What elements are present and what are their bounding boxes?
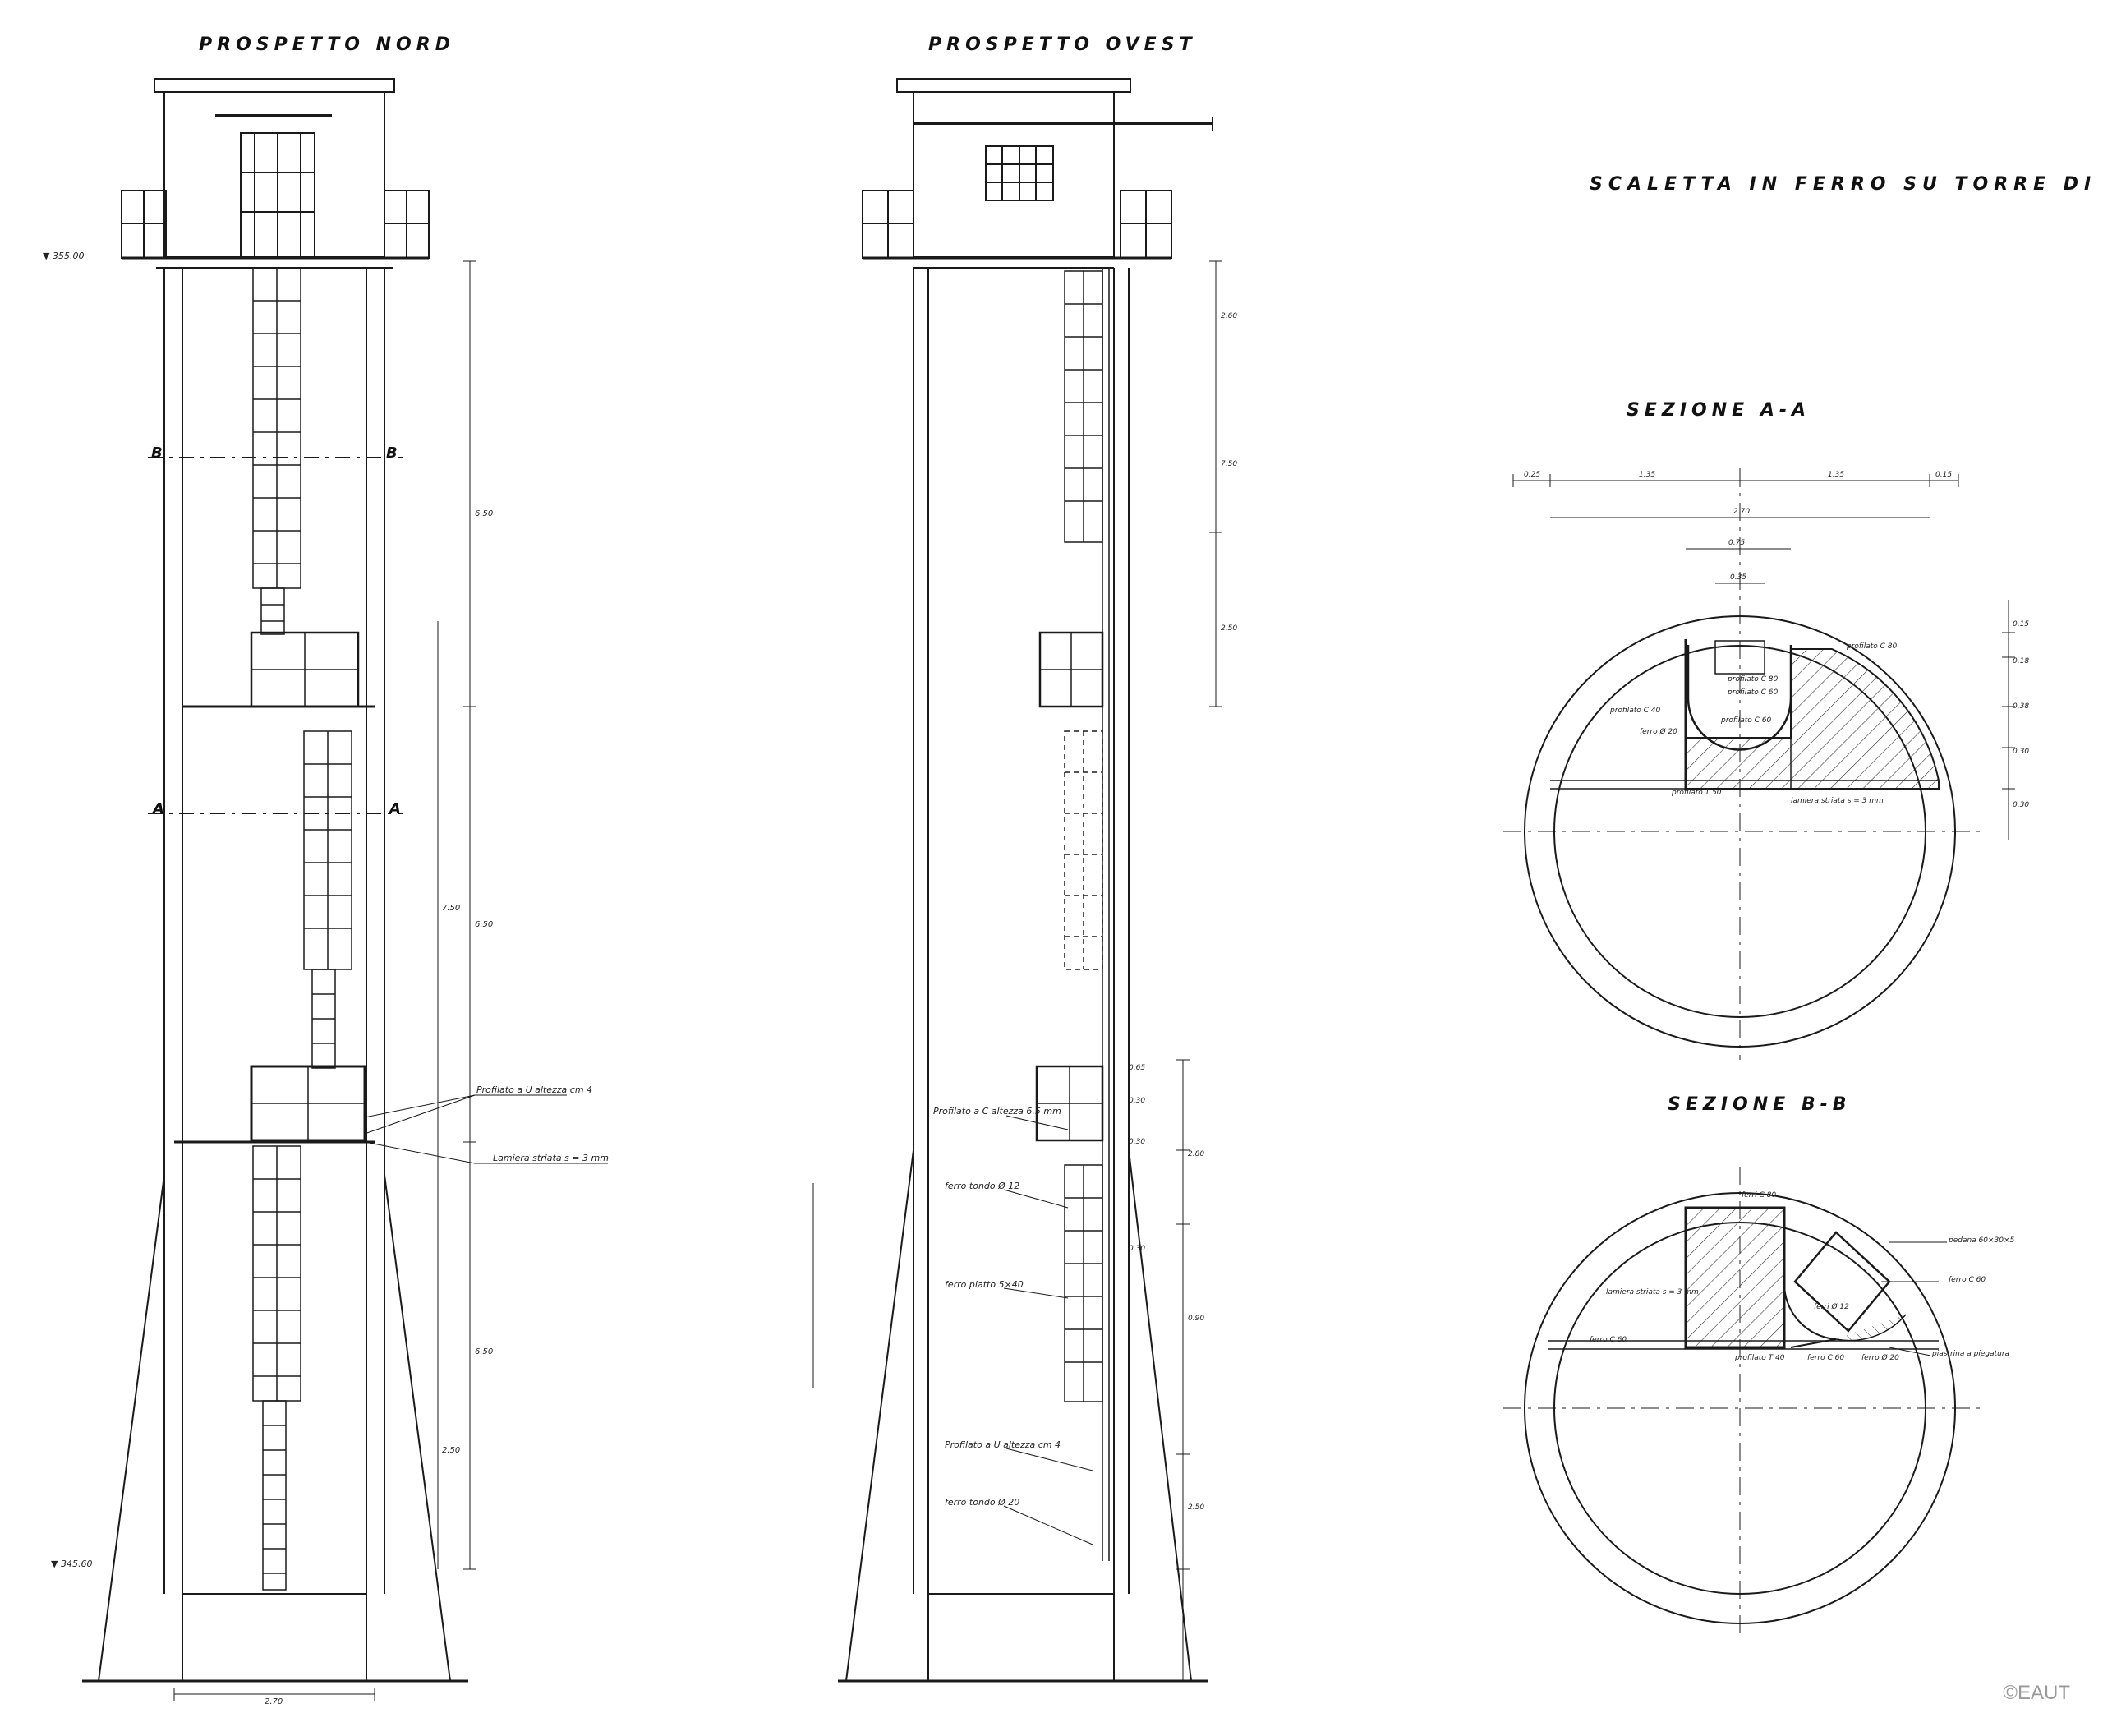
title-scaletta: SCALETTA IN FERRO SU TORRE DI PRESA bbox=[1590, 174, 2103, 195]
dim-nord-5: 2.50 bbox=[442, 1446, 461, 1455]
dim-ovest-6: 0.30 bbox=[1129, 1138, 1146, 1146]
bb-note-ferro-c-mid: ferro C 60 bbox=[1807, 1354, 1845, 1362]
dim-ovest-4: 0.65 bbox=[1129, 1064, 1146, 1072]
section-mark-b-right: B bbox=[386, 444, 398, 462]
dim-aa-r3: 0.38 bbox=[2013, 702, 2030, 711]
dim-ovest-7: 0.30 bbox=[1129, 1245, 1146, 1253]
sezione-bb-plan bbox=[1503, 1167, 1980, 1635]
level-top: ▼ 355.00 bbox=[43, 251, 85, 261]
dim-ovest-8: 2.80 bbox=[1188, 1150, 1205, 1158]
bb-note-ferro-c-right: ferro C 60 bbox=[1949, 1276, 1986, 1284]
dim-aa-4: 0.15 bbox=[1935, 471, 1953, 479]
nord-dimension-lines bbox=[173, 260, 476, 1701]
section-mark-a-right: A bbox=[389, 800, 401, 817]
aa-note-profilato-c80-a: profilato C 80 bbox=[1847, 642, 1898, 651]
aa-note-lamiera: lamiera striata s = 3 mm bbox=[1791, 797, 1884, 805]
dim-aa-3: 1.35 bbox=[1828, 471, 1845, 479]
dim-aa-inner-2: 0.35 bbox=[1730, 573, 1747, 582]
bb-note-ferri-12: ferri Ø 12 bbox=[1814, 1303, 1849, 1311]
aa-note-profilato-c40: profilato C 40 bbox=[1610, 707, 1661, 715]
note-lamiera: Lamiera striata s = 3 mm bbox=[493, 1153, 609, 1163]
title-prospetto-ovest: PROSPETTO OVEST bbox=[928, 35, 1197, 55]
ovest-cabin bbox=[913, 91, 1115, 257]
bb-note-profilato-t: profilato T 40 bbox=[1735, 1354, 1785, 1362]
dim-nord-width: 2.70 bbox=[265, 1697, 283, 1706]
dim-aa-r1: 0.15 bbox=[2013, 620, 2030, 629]
section-mark-b-left: B bbox=[151, 444, 163, 462]
ovest-dimension-lines bbox=[812, 260, 1222, 1681]
bb-hatched-landing bbox=[1684, 1206, 1786, 1349]
aa-note-profilato-c80-b: profilato C 80 bbox=[1728, 675, 1779, 684]
dim-ovest-5: 0.30 bbox=[1129, 1097, 1146, 1105]
prospetto-ovest-elevation bbox=[812, 78, 1222, 1683]
aa-hatched-landing bbox=[1685, 648, 1940, 790]
bb-note-ferri-c: ferri C 80 bbox=[1742, 1191, 1777, 1200]
dim-ovest-10: 2.50 bbox=[1188, 1503, 1205, 1512]
title-sezione-bb: SEZIONE B-B bbox=[1668, 1094, 1852, 1115]
dim-aa-1: 0.25 bbox=[1524, 471, 1541, 479]
dim-aa-2: 1.35 bbox=[1639, 471, 1656, 479]
title-prospetto-nord: PROSPETTO NORD bbox=[199, 35, 455, 55]
nord-base-block bbox=[182, 1593, 367, 1682]
dim-ovest-3: 2.50 bbox=[1221, 624, 1238, 633]
title-sezione-aa: SEZIONE A-A bbox=[1627, 400, 1811, 421]
note-ovest-ferro-tondo-12: ferro tondo Ø 12 bbox=[945, 1181, 1020, 1191]
bb-curved-cage bbox=[1783, 1208, 1837, 1348]
sezione-aa-plan bbox=[1503, 468, 2015, 1060]
aa-note-profilato-c60-a: profilato C 60 bbox=[1728, 688, 1779, 697]
dim-ovest-1: 2.60 bbox=[1221, 312, 1238, 320]
section-mark-a-left: A bbox=[153, 800, 164, 817]
bb-note-ferro-20: ferro Ø 20 bbox=[1861, 1354, 1899, 1362]
bb-note-pedana: pedana 60×30×5 bbox=[1949, 1236, 2015, 1245]
dim-nord-1: 6.50 bbox=[475, 509, 494, 518]
aa-ladder-cage bbox=[1687, 645, 1792, 751]
dim-nord-2: 7.50 bbox=[442, 904, 461, 913]
dim-aa-total: 2.70 bbox=[1733, 508, 1751, 516]
prospetto-nord-elevation bbox=[82, 78, 608, 1701]
bb-note-ferro-c-left: ferro C 60 bbox=[1590, 1336, 1627, 1344]
nord-roof-slab bbox=[154, 78, 395, 93]
aa-note-ferro-20: ferro Ø 20 bbox=[1640, 728, 1677, 736]
dim-nord-3: 6.50 bbox=[475, 920, 494, 929]
bb-note-lamiera: lamiera striata s = 3 mm bbox=[1606, 1288, 1699, 1296]
dim-aa-r5: 0.30 bbox=[2013, 801, 2030, 809]
note-ovest-ferro-piatto: ferro piatto 5×40 bbox=[945, 1279, 1024, 1290]
dim-ovest-2: 7.50 bbox=[1221, 460, 1238, 468]
ovest-base-block bbox=[927, 1593, 1115, 1682]
aa-note-profilato-t: profilato T 50 bbox=[1672, 789, 1722, 797]
note-profilato-u: Profilato a U altezza cm 4 bbox=[476, 1084, 593, 1095]
dim-aa-inner-1: 0.75 bbox=[1728, 539, 1746, 547]
ovest-roof-slab bbox=[896, 78, 1131, 93]
note-ovest-profilato-u: Profilato a U altezza cm 4 bbox=[945, 1439, 1061, 1450]
nord-ladder bbox=[174, 267, 375, 1591]
ovest-ladder bbox=[1035, 268, 1110, 1561]
note-ovest-profilato-c: Profilato a C altezza 6.5 mm bbox=[933, 1106, 1061, 1117]
dim-aa-r2: 0.18 bbox=[2013, 657, 2030, 665]
level-bottom: ▼ 345.60 bbox=[51, 1559, 93, 1569]
dim-ovest-9: 0.90 bbox=[1188, 1315, 1205, 1323]
bb-note-piastrina: piastrina a piegatura bbox=[1932, 1350, 2010, 1358]
aa-note-profilato-c60-b: profilato C 60 bbox=[1721, 716, 1772, 725]
note-ovest-ferro-tondo-20: ferro tondo Ø 20 bbox=[945, 1497, 1020, 1508]
copyright-watermark: ©EAUT bbox=[2003, 1682, 2070, 1704]
dim-aa-r4: 0.30 bbox=[2013, 748, 2030, 756]
dim-nord-4: 6.50 bbox=[475, 1347, 494, 1356]
